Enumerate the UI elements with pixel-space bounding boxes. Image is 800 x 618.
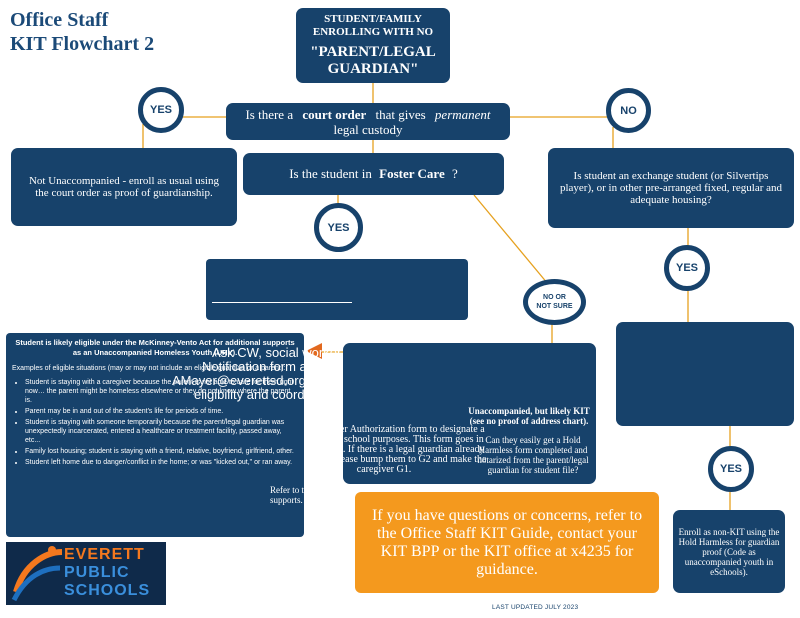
logo-line-3: SCHOOLS (64, 582, 151, 599)
questions-contact-text: If you have questions or concerns, refer… (371, 506, 643, 578)
start-box-line-3: "PARENT/LEGAL (310, 44, 436, 60)
foster-q-post: ? (451, 166, 458, 181)
yes-circle-foster: YES (314, 203, 363, 252)
start-box: STUDENT/FAMILY ENROLLING WITH NO "PARENT… (296, 8, 450, 83)
logo-line-2: PUBLIC (64, 564, 130, 581)
start-box-line-1: STUDENT/FAMILY (324, 13, 422, 25)
questions-contact-box: If you have questions or concerns, refer… (355, 492, 659, 593)
foster-care-question: Is the student in Foster Care ? (243, 153, 504, 195)
foster-action-box (206, 259, 468, 320)
mv-example-item: Student left home due to danger/conflict… (25, 458, 298, 467)
yes-label: YES (327, 221, 350, 234)
start-box-line-2: ENROLLING WITH NO (312, 26, 434, 38)
not-sure-label: NOT SURE (536, 303, 573, 310)
enroll-non-kit-text: Enroll as non-KIT using the Hold Harmles… (678, 526, 780, 577)
last-updated-note: LAST UPDATED JULY 2023 (492, 604, 578, 611)
yes-circle-exchange: YES (664, 245, 710, 291)
yes-circle-hold-harmless: YES (708, 446, 754, 492)
exchange-question-text: Is student an exchange student (or Silve… (559, 170, 783, 206)
foster-text-4: eligibility and coordinate support. (194, 387, 384, 402)
court-q-pre: Is there a (245, 106, 294, 122)
last-updated-text: LAST UPDATED JULY 2023 (492, 604, 579, 611)
mckinney-vento-box: Student is likely eligible under the McK… (6, 333, 304, 537)
yes-label: YES (719, 463, 742, 475)
mid-text-1: Use a Caregiver Authorization form to de… (343, 424, 487, 475)
unacc-text-2: Can they easily get a Hold Harmless form… (477, 435, 589, 475)
mid-text-2: Refer to the KIT BPP for coordination wi… (270, 485, 470, 505)
exchange-student-question: Is student an exchange student (or Silve… (548, 148, 794, 228)
court-q-line-2: legal custody (333, 121, 403, 137)
title-line-2: KIT Flowchart 2 (10, 33, 155, 55)
not-unaccompanied-box: Not Unaccompanied - enroll as usual usin… (11, 148, 237, 226)
arrow-left-icon (306, 343, 322, 359)
yes-label: YES (675, 262, 698, 274)
mv-heading: Student is likely eligible under the McK… (15, 338, 295, 357)
court-order-question: Is there a court order that gives perman… (226, 103, 510, 140)
foster-q-bold: Foster Care (379, 166, 445, 181)
mid-text-2-label: Refer to the KIT BPP for coordination wi… (270, 485, 447, 505)
start-box-line-4: GUARDIAN" (327, 61, 419, 77)
foster-text-2: Notification form and email (202, 359, 356, 374)
mv-example-item: Parent may be in and out of the student'… (25, 407, 298, 416)
no-or-not-sure-circle: NO OR NOT SURE (523, 279, 586, 325)
mv-example-item: Student is staying with someone temporar… (25, 418, 298, 445)
enroll-non-kit-box: Enroll as non-KIT using the Hold Harmles… (673, 510, 785, 593)
caregiver-authorization-box: Use a Caregiver Authorization form to de… (343, 343, 596, 484)
page-title: Office Staff KIT Flowchart 2 (10, 8, 154, 56)
everett-public-schools-logo: EVERETT PUBLIC SCHOOLS (6, 542, 166, 605)
foster-q-pre: Is the student in (289, 166, 372, 181)
logo-emblem-icon (11, 546, 63, 602)
mv-example-item: Family lost housing; student is staying … (25, 447, 298, 456)
mv-examples-list: Student is staying with a caregiver beca… (12, 378, 298, 467)
yes-circle-court: YES (138, 87, 184, 133)
no-label: NO (620, 104, 637, 117)
court-q-mid: that gives (375, 106, 426, 122)
housing-yes-box (616, 322, 794, 426)
no-or-label: NO OR (543, 294, 566, 301)
title-line-1: Office Staff (10, 9, 109, 31)
foster-divider (212, 302, 352, 303)
no-circle-court: NO (606, 88, 651, 133)
court-q-italic: permanent (434, 106, 491, 122)
logo-line-1: EVERETT (64, 546, 145, 563)
yes-label: YES (149, 104, 172, 116)
court-q-bold: court order (302, 106, 367, 122)
unacc-text-1: Unaccompanied, but likely KIT (see no pr… (468, 406, 590, 426)
not-unaccompanied-text: Not Unaccompanied - enroll as usual usin… (28, 175, 219, 199)
mv-intro: Examples of eligible situations (may or … (12, 365, 286, 372)
mv-example-item: Student is staying with a caregiver beca… (25, 378, 298, 405)
